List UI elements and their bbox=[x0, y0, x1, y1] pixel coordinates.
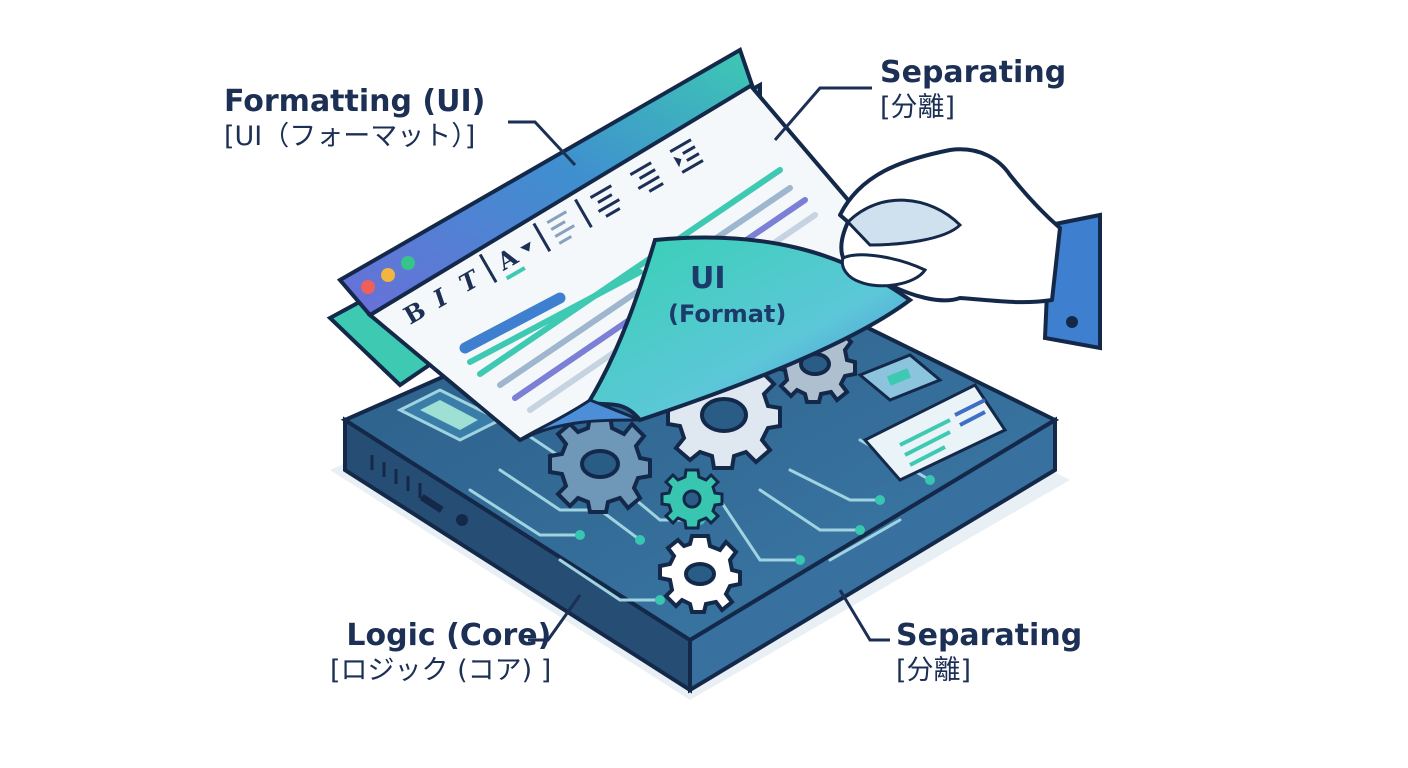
label-logic-en: Logic (Core) bbox=[346, 618, 552, 653]
callout-formatting bbox=[508, 120, 577, 167]
board-slot bbox=[419, 493, 444, 513]
label-logic: Logic (Core) [ロジック (コア) ] bbox=[330, 618, 551, 688]
peel-subtitle: (Format) bbox=[668, 300, 786, 328]
ui-window: B I T A bbox=[326, 47, 914, 443]
toolbar-divider bbox=[478, 253, 498, 283]
label-separating-top-ja: [分離] bbox=[880, 92, 956, 123]
ui-format-peel bbox=[587, 235, 914, 423]
callout-lines bbox=[508, 86, 890, 642]
display-widget-small bbox=[857, 353, 943, 402]
circuit-nodes bbox=[575, 415, 935, 605]
board-vents bbox=[370, 455, 422, 498]
peel-curl bbox=[519, 398, 641, 442]
peel-title: UI bbox=[690, 261, 726, 296]
chevron-down-icon[interactable] bbox=[520, 241, 534, 255]
label-separating-bottom: Separating [分離] bbox=[896, 618, 1082, 688]
label-separating-bottom-en: Separating bbox=[896, 618, 1083, 653]
label-logic-ja: [ロジック (コア) ] bbox=[330, 655, 552, 686]
align-right-icon[interactable] bbox=[629, 161, 664, 196]
gear-small-teal bbox=[660, 468, 724, 530]
gear-bottom bbox=[658, 534, 742, 614]
window-dot-red bbox=[361, 280, 375, 294]
callout-logic bbox=[528, 594, 582, 642]
hand-finger bbox=[840, 253, 928, 288]
align-left-icon[interactable] bbox=[546, 210, 578, 245]
indent-icon[interactable] bbox=[669, 138, 704, 174]
gear-left bbox=[548, 414, 652, 514]
hand-icon bbox=[838, 147, 1102, 351]
window-dot-yellow bbox=[381, 268, 395, 282]
label-separating-bottom-ja: [分離] bbox=[896, 655, 972, 686]
board-port bbox=[456, 514, 468, 526]
toolbar-divider bbox=[574, 198, 593, 228]
callout-separating-bottom bbox=[838, 589, 890, 642]
label-formatting-en: Formatting (UI) bbox=[224, 84, 486, 119]
sleeve-button bbox=[1066, 316, 1078, 328]
window-dot-green bbox=[401, 256, 415, 270]
align-center-icon[interactable] bbox=[589, 184, 624, 219]
hand-thumb bbox=[845, 198, 963, 247]
label-separating-top-en: Separating bbox=[880, 55, 1067, 90]
label-formatting-ja: [UI（フォーマット）] bbox=[224, 121, 476, 152]
toolbar: B I T A bbox=[399, 138, 704, 330]
label-separating-top: Separating [分離] bbox=[880, 55, 1066, 125]
display-widget-large bbox=[862, 383, 1008, 482]
window-title-bar bbox=[336, 47, 755, 318]
toolbar-divider bbox=[532, 222, 552, 252]
label-formatting: Formatting (UI) [UI（フォーマット）] bbox=[224, 84, 485, 154]
font-color-underline-icon bbox=[505, 266, 526, 281]
callout-separating-top bbox=[773, 86, 872, 141]
